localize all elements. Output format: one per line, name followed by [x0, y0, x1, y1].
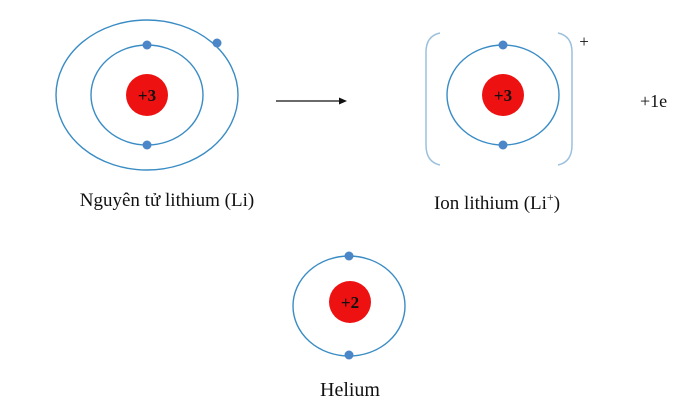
reaction-arrow — [276, 97, 347, 105]
helium-nucleus — [329, 281, 371, 323]
lithium-atom: +3 Nguyên tử lithium (Li) — [55, 19, 254, 211]
lithium-electron-inner-bottom — [142, 140, 152, 150]
helium-electron-top — [344, 251, 354, 261]
ion-electron-top — [498, 40, 508, 50]
lithium-nucleus — [126, 74, 168, 116]
helium-atom: +2 Helium — [292, 251, 406, 401]
arrow-head-icon — [339, 97, 347, 105]
ion-caption-main: Ion lithium (Li — [434, 193, 547, 214]
lithium-electron-inner-top — [142, 40, 152, 50]
ion-nucleus — [482, 74, 524, 116]
lithium-nucleus-charge: +3 — [138, 86, 156, 105]
lithium-ion-caption: Ion lithium (Li+) — [434, 190, 560, 214]
left-bracket — [425, 32, 441, 166]
right-bracket — [557, 32, 573, 166]
helium-nucleus-charge: +2 — [341, 293, 359, 312]
lithium-atom-caption: Nguyên tử lithium (Li) — [80, 190, 254, 211]
ion-nucleus-charge: +3 — [494, 86, 512, 105]
helium-electron-bottom — [344, 350, 354, 360]
ion-caption-superscript: + — [547, 190, 554, 204]
ion-charge-sign: + — [579, 32, 589, 51]
ion-caption-end: ) — [554, 193, 560, 214]
lithium-ion: +3 + Ion lithium (Li+) — [425, 32, 589, 214]
released-electron-label: +1e — [640, 91, 667, 111]
lithium-outer-orbit — [55, 19, 239, 171]
ion-electron-bottom — [498, 140, 508, 150]
lithium-electron-outer — [212, 38, 222, 48]
helium-caption: Helium — [320, 379, 380, 401]
